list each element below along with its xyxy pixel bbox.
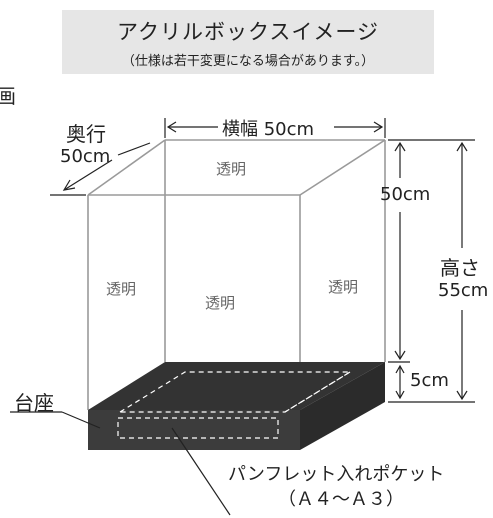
- face-label-right: 透明: [328, 278, 359, 296]
- base-front-face: [88, 410, 300, 450]
- pocket-leader: [171, 427, 231, 516]
- edge-text: 画: [0, 84, 16, 108]
- box-height-value: 50cm: [380, 184, 431, 205]
- total-height-value: 55cm: [438, 280, 489, 301]
- base-height-value: 5cm: [410, 370, 449, 391]
- title-banner: アクリルボックスイメージ （仕様は若干変更になる場合があります。）: [62, 10, 434, 74]
- pocket-label: パンフレット入れポケット: [228, 464, 445, 485]
- pocket-size-label: （Ａ４～Ａ３）: [278, 489, 404, 510]
- width-label: 横幅 50cm: [222, 119, 315, 140]
- box-edge-top-right: [299, 139, 386, 196]
- width-dimension: [164, 118, 386, 138]
- title-text: アクリルボックスイメージ: [117, 20, 379, 44]
- depth-label: 奥行: [66, 122, 106, 146]
- base-block: [88, 362, 385, 450]
- base-leader: [10, 411, 101, 429]
- base-side-face: [300, 362, 385, 450]
- box-height-dimension: [388, 139, 410, 363]
- total-height-dimension: [388, 139, 475, 403]
- subtitle-text: （仕様は若干変更になる場合があります。）: [121, 54, 375, 69]
- face-label-left: 透明: [106, 280, 137, 298]
- box-outline: [87, 139, 386, 410]
- box-edge-top-left: [87, 139, 166, 196]
- pocket-dashed-top: [117, 371, 353, 413]
- base-label: 台座: [14, 391, 54, 415]
- face-label-top: 透明: [216, 160, 247, 178]
- depth-value: 50cm: [60, 146, 111, 167]
- base-top-face: [88, 362, 385, 410]
- face-label-front: 透明: [205, 294, 236, 312]
- total-height-label: 高さ: [440, 256, 480, 280]
- base-height-dimension: [395, 364, 405, 400]
- depth-dimension: [50, 142, 151, 196]
